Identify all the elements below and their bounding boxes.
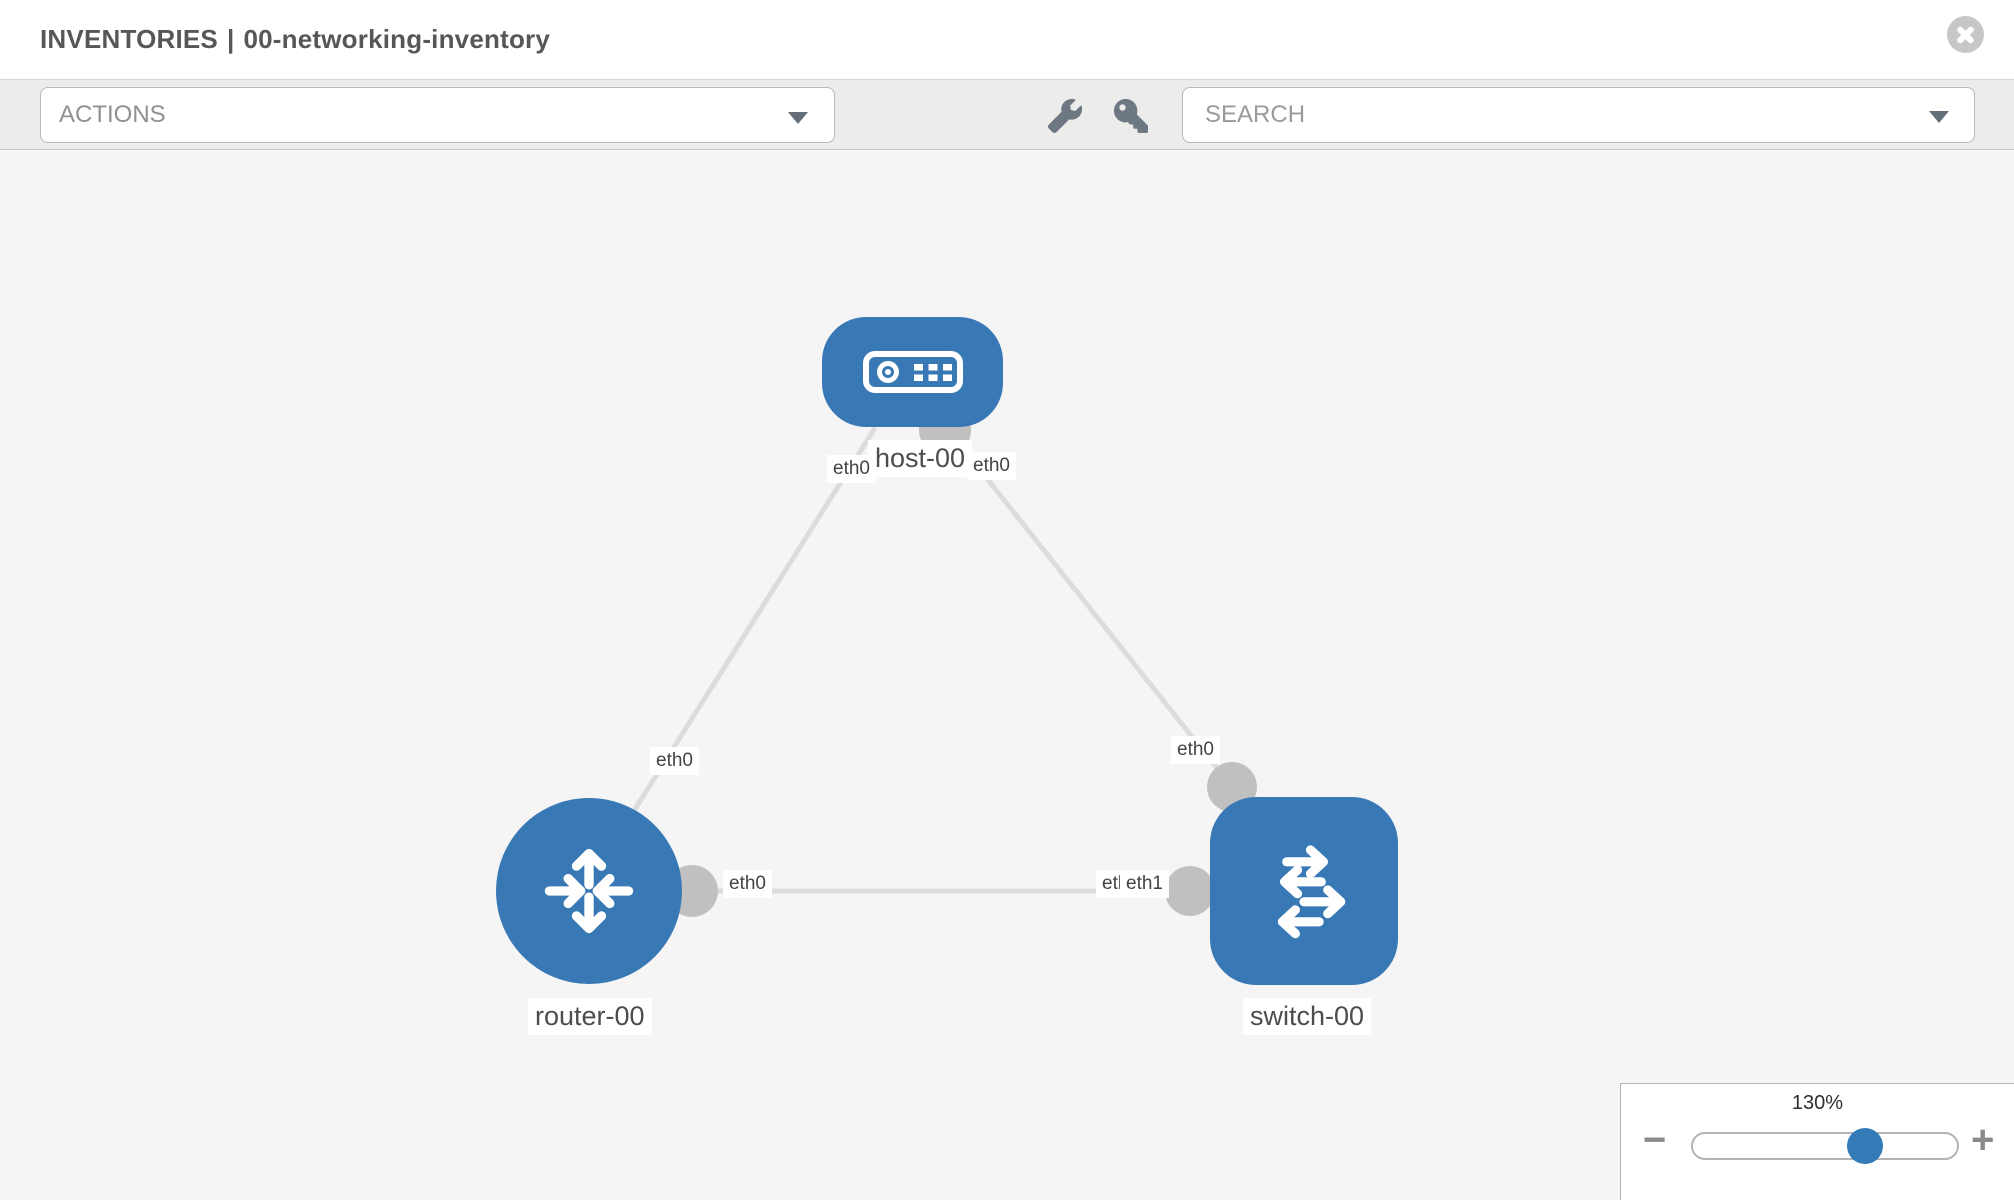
port-label: eth0 <box>967 452 1016 480</box>
host-icon <box>862 351 963 393</box>
node-switch-00[interactable] <box>1210 797 1398 985</box>
search-combobox <box>1182 87 1975 143</box>
port-label: eth0 <box>1171 736 1220 764</box>
node-host-00[interactable] <box>822 317 1003 427</box>
search-input[interactable] <box>1182 87 1975 143</box>
page-title-section: INVENTORIES <box>40 24 218 54</box>
port-label: eth1 <box>1120 870 1169 898</box>
credentials-button[interactable] <box>1112 97 1150 135</box>
switch-icon <box>1277 845 1346 939</box>
port-label: eth0 <box>650 747 699 775</box>
page-title: INVENTORIES | 00-networking-inventory <box>40 24 550 55</box>
chevron-down-icon[interactable] <box>1929 111 1949 123</box>
page-title-separator: | <box>226 24 235 54</box>
configure-button[interactable] <box>1046 97 1084 135</box>
port-label: eth0 <box>827 455 876 483</box>
close-button[interactable] <box>1947 16 1984 53</box>
zoom-slider-handle[interactable] <box>1847 1128 1883 1164</box>
node-router-00[interactable] <box>496 798 682 984</box>
zoom-level-label: 130% <box>1791 1092 1844 1114</box>
zoom-slider-track[interactable] <box>1691 1132 1959 1160</box>
toolbar: ACTIONS <box>0 79 2014 150</box>
wrench-icon <box>1048 99 1082 133</box>
node-label-host: host-00 <box>868 440 973 477</box>
actions-dropdown[interactable]: ACTIONS <box>40 87 835 143</box>
zoom-panel: 130% − + <box>1620 1083 2014 1200</box>
node-label-router: router-00 <box>528 998 652 1035</box>
topology-canvas[interactable] <box>0 151 2014 1200</box>
router-icon <box>544 848 634 934</box>
actions-dropdown-label: ACTIONS <box>59 101 166 128</box>
inventory-name: 00-networking-inventory <box>243 24 551 54</box>
node-label-switch: switch-00 <box>1243 998 1372 1035</box>
zoom-out-button[interactable]: − <box>1643 1118 1667 1162</box>
page-header: INVENTORIES | 00-networking-inventory <box>0 0 2014 79</box>
zoom-in-button[interactable]: + <box>1971 1118 1995 1162</box>
port-label: eth0 <box>723 870 772 898</box>
key-icon <box>1114 99 1148 133</box>
chevron-down-icon <box>788 112 808 124</box>
